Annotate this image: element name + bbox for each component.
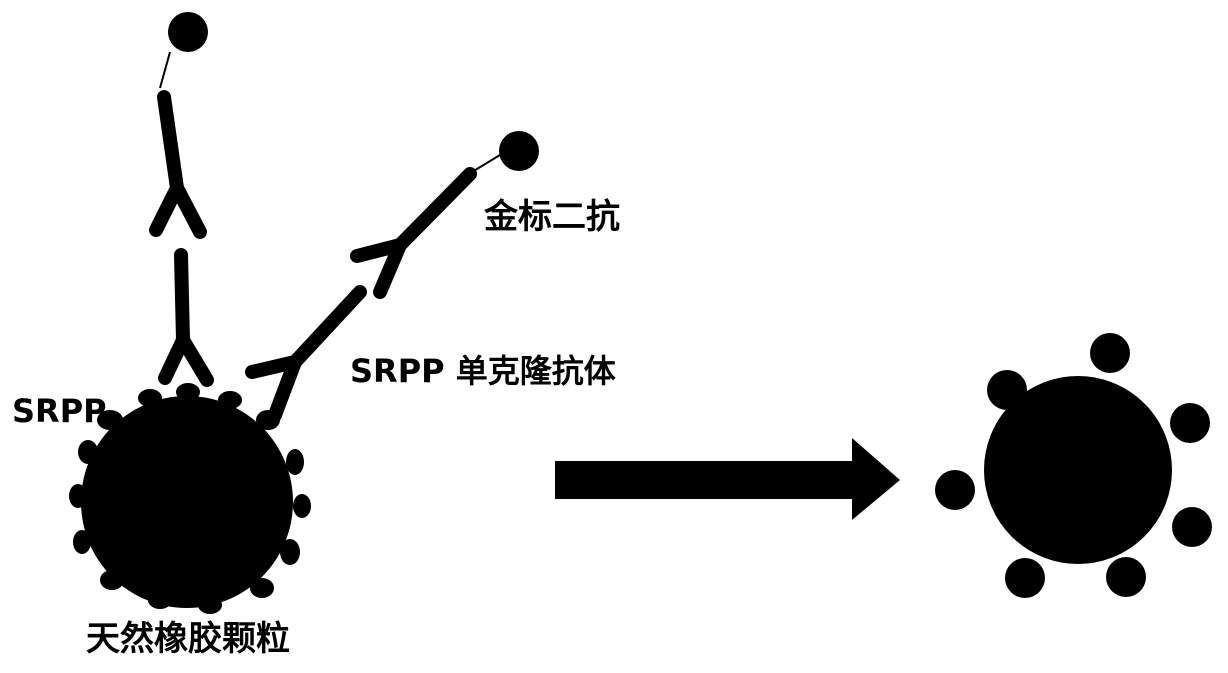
label-srpp: SRPP — [12, 395, 107, 427]
label-gold-secondary-antibody: 金标二抗 — [484, 200, 620, 234]
srpp-monoclonal-antibody-vertical — [165, 255, 207, 380]
gold-particle-icon — [1005, 558, 1045, 598]
right-arrow-icon — [555, 438, 900, 520]
gold-particle-icon — [1172, 507, 1212, 547]
gold-particle-icon — [168, 12, 208, 52]
label-srpp-monoclonal-antibody: SRPP 单克隆抗体 — [350, 355, 616, 387]
gold-secondary-antibody-vertical — [156, 12, 208, 232]
srpp-monoclonal-antibody-diagonal — [252, 292, 360, 415]
gold-particle-icon — [499, 131, 539, 171]
gold-particle-icon — [1170, 403, 1210, 443]
gold-particle-icon — [987, 370, 1027, 410]
label-natural-rubber-particle: 天然橡胶颗粒 — [86, 622, 290, 656]
gold-particle-icon — [1090, 333, 1130, 373]
gold-particle-icon — [935, 470, 975, 510]
gold-particle-icon — [1106, 557, 1146, 597]
gold-labeled-rubber-particle — [935, 333, 1212, 598]
